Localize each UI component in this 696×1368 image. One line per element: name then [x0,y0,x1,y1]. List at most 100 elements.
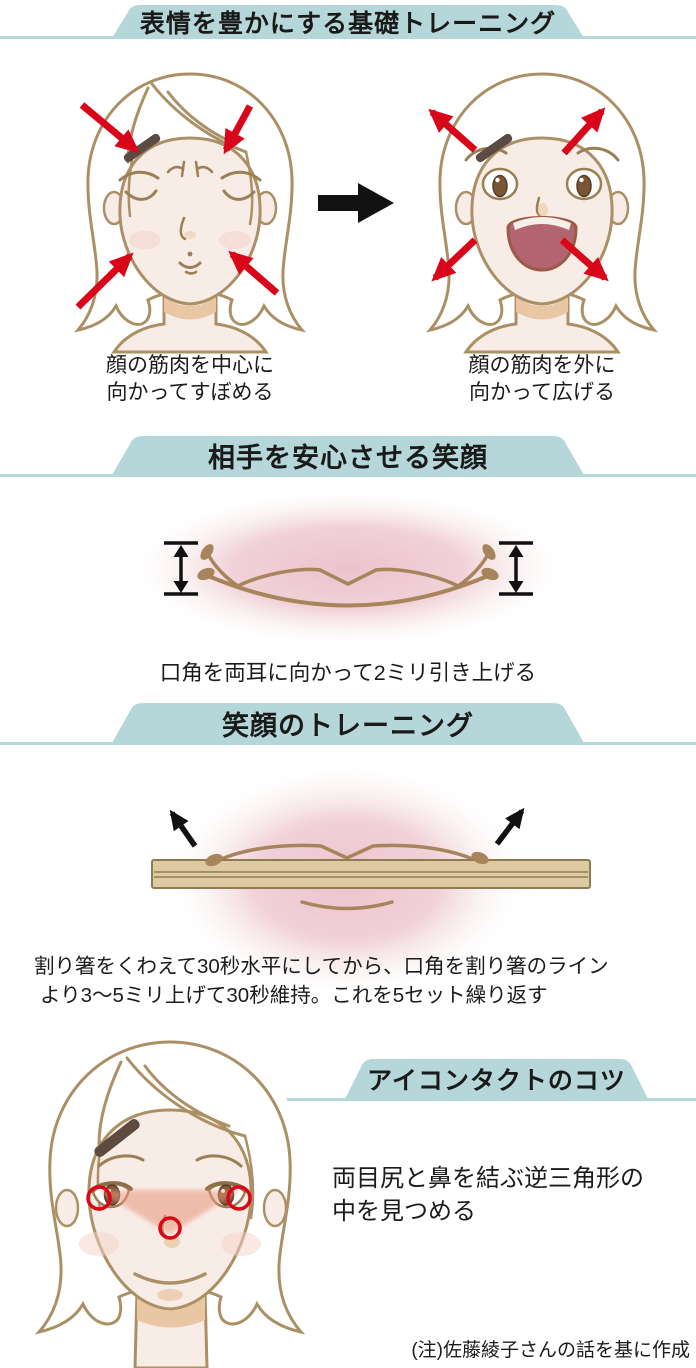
neck-shadow [164,294,216,320]
neck-shadow [516,294,568,320]
hair-clip [475,133,513,163]
nose-shadow [538,203,548,217]
chin-line [184,270,198,275]
banner-basic-training-label: 表情を豊かにする基礎トレーニング [139,9,557,38]
caption-line: 向かってすぼめる [106,381,274,404]
right-eyebrow [195,1154,243,1168]
nose-shadow [184,231,196,239]
banner-trapezoid-shape [112,703,584,743]
right-eye-corner-circle [226,1185,252,1211]
smile-curve [204,573,492,608]
pucker-dot [187,251,193,257]
caption-line: 割り箸をくわえて30秒水平にしてから、口角を割り箸のライン [34,955,609,978]
caption-line: 顔の筋肉を外に [468,354,616,377]
right-cheek [219,231,251,249]
right-cheek [221,1232,261,1256]
face-drawing [34,1040,306,1368]
banner-trapezoid-shape [112,436,584,475]
left-eye-corner-circle [86,1185,112,1211]
right-closed-eye [222,189,256,201]
right-corner-flick [456,552,490,588]
lip-lines [197,544,499,608]
banner-basic-training: 表情を豊かにする基礎トレーニング [112,5,584,38]
footer-note-text: (注)佐藤綾子さんの話を基に作成 [411,1340,690,1361]
neck [111,288,269,354]
chopstick-training-illustration [151,768,591,992]
right-ear [262,1188,288,1228]
caption-eye-contact-gaze: 両目尻と鼻を結ぶ逆三角形の 中を見つめる [332,1162,692,1228]
pucker-mouth [178,261,202,269]
section-divider-line-3 [0,742,696,745]
opened-face-illustration [425,72,659,354]
left-eye-highlight [495,177,500,183]
lower-lip-shadow [157,1289,183,1301]
teeth [513,217,571,230]
left-ear [54,1188,80,1228]
banner-smile-training: 笑顔のトレーニング [112,703,584,743]
caption-chopstick-training: 割り箸をくわえて30秒水平にしてから、口角を割り箸のライン より3〜5ミリ上げて… [34,952,694,1010]
right-eyebrow [220,170,262,182]
smiling-lips-illustration [136,492,560,644]
banner-smile-training-label: 笑顔のトレーニング [222,710,474,741]
left-cheek [79,1232,119,1256]
banner-trapezoid-shape [345,1059,648,1099]
corner-teardrops [205,851,489,867]
left-cheek [129,231,161,249]
right-iris [576,174,592,198]
outward-arrows-icon [428,107,609,282]
banner-trapezoid-shape [112,5,584,38]
scrunched-features [118,160,262,275]
gaze-target-circles [86,1185,252,1240]
left-corner-flick [206,552,240,588]
upper-lip [213,843,481,864]
caption-expand-face: 顔の筋肉を外に 向かって広げる [392,352,692,406]
neck [463,288,621,354]
lift-range-indicator-right [499,541,533,596]
nose [179,216,187,241]
inward-arrows-icon [75,102,280,310]
caption-line: 中を見つめる [332,1198,476,1225]
left-closed-eye [124,189,158,201]
blush-background [136,492,560,644]
footer-source-note: (注)佐藤綾子さんの話を基に作成 [270,1335,690,1362]
caption-line: 両目尻と鼻を結ぶ逆三角形の [332,1165,644,1192]
section-divider-line-4 [287,1098,696,1101]
hair-clip [94,1119,140,1157]
banner-reassuring-smile-label: 相手を安心させる笑顔 [208,443,488,473]
smile-mouth [133,1272,207,1285]
right-eye-highlight [579,177,584,183]
banner-eye-contact-label: アイコンタクトのコツ [367,1067,626,1095]
caption-line: 向かって広げる [469,381,615,404]
chopstick [151,859,591,889]
scrunched-face-illustration [73,72,307,354]
caption-shrink-face: 顔の筋肉を中心に 向かってすぼめる [40,352,340,406]
neck-shadow [137,1294,205,1328]
lift-up-arrows-icon [169,807,525,848]
transform-arrow-icon [318,183,394,223]
section-divider-line-2 [0,474,696,477]
smiling-features [89,1154,249,1301]
left-iris [492,174,508,198]
left-eyebrow [464,146,508,162]
corner-teardrops [197,544,499,581]
eye-contact-face-illustration [34,1040,306,1368]
banner-eye-contact: アイコンタクトのコツ [345,1059,648,1099]
caption-line: 口角を両耳に向かって2ミリ引き上げる [159,661,537,685]
nose-circle [158,1216,182,1240]
face-drawing [425,72,659,354]
open-features [464,146,620,272]
gaze-triangle [97,1190,241,1234]
banner-reassuring-smile: 相手を安心させる笑顔 [112,436,584,475]
brow-furrow-wrinkles [166,160,214,178]
caption-line: より3〜5ミリ上げて30秒維持。これを5セット繰り返す [40,984,548,1007]
caption-smile-lift: 口角を両耳に向かって2ミリ引き上げる [0,656,696,687]
lift-range-indicator-left [164,541,198,596]
left-eyebrow [97,1154,145,1168]
hair-clip [123,133,161,163]
lower-lip [300,900,394,911]
right-eyebrow [576,146,620,162]
left-eyebrow [118,170,160,182]
face-drawing [73,72,307,354]
caption-line: 顔の筋肉を中心に [106,354,274,377]
